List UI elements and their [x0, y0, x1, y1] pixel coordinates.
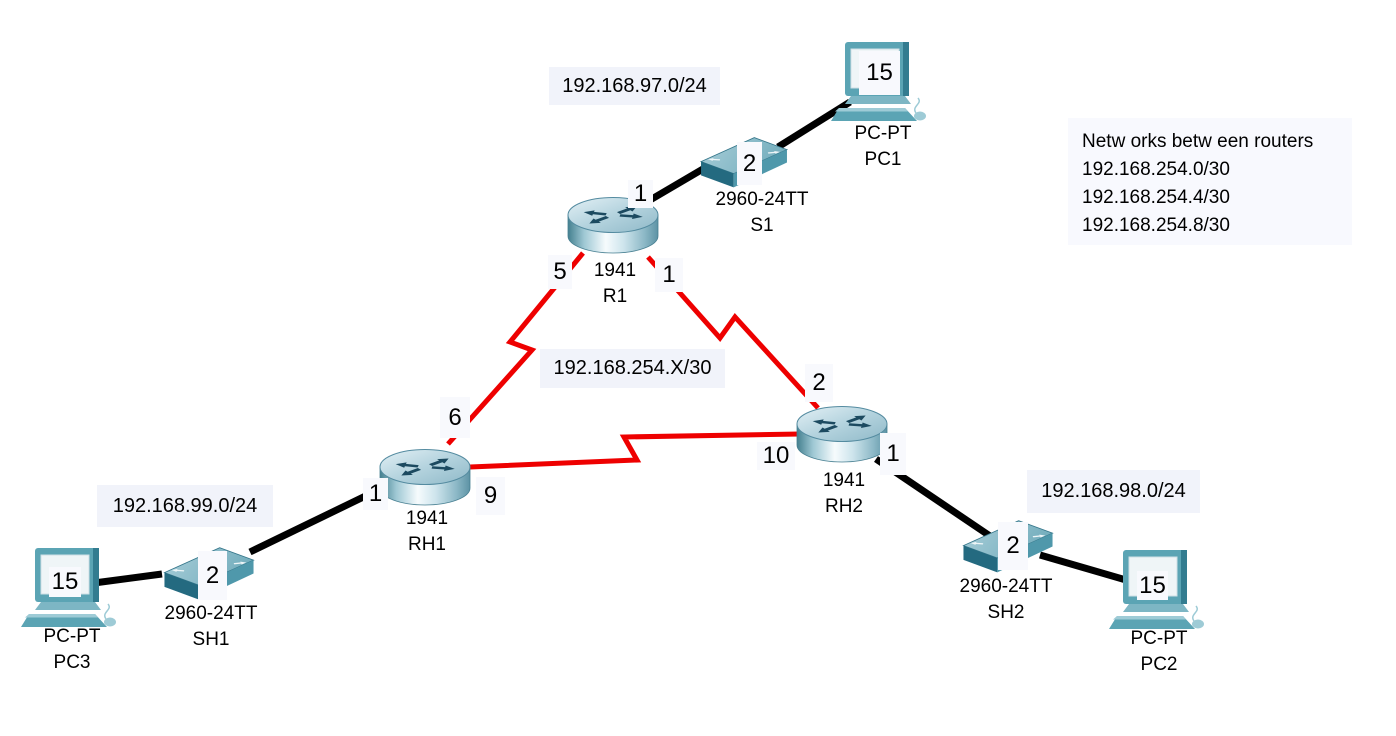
- device-model: 1941: [405, 508, 449, 529]
- link-serial-rh1-rh2[interactable]: [469, 431, 801, 470]
- pc2-badge: 15: [1137, 571, 1168, 600]
- network-label-lan-top: 192.168.97.0/24: [549, 67, 720, 105]
- link-sh1-pc3[interactable]: [93, 570, 163, 587]
- pc3-badge: 15: [49, 567, 81, 597]
- network-label-lan-left: 192.168.99.0/24: [97, 485, 273, 527]
- device-model: PC-PT: [854, 123, 912, 144]
- device-name: SH2: [987, 602, 1025, 623]
- device-name: S1: [750, 215, 774, 236]
- device-model: 1941: [593, 260, 637, 281]
- port-label-rh1-to-sh1: 1: [363, 478, 388, 510]
- router-icon: [378, 443, 472, 511]
- device-name: PC2: [1140, 654, 1178, 675]
- device-name: PC1: [864, 149, 902, 170]
- caption-rh2: 1941 RH2: [774, 468, 914, 520]
- port-label-rh1-to-r1: 6: [440, 397, 470, 438]
- device-model: 2960-24TT: [715, 189, 809, 210]
- caption-r1: 1941 R1: [545, 258, 685, 310]
- device-model: 1941: [822, 470, 866, 491]
- router-icon: [795, 400, 889, 468]
- device-model: 2960-24TT: [164, 603, 258, 624]
- caption-s1: 2960-24TT S1: [692, 187, 832, 239]
- caption-pc2: PC-PT PC2: [1089, 626, 1229, 678]
- port-label-r1-to-rh2: 1: [655, 258, 683, 292]
- port-label-rh2-to-r1: 2: [805, 364, 833, 402]
- port-label-sh1-uplink: 2: [198, 551, 227, 600]
- note-line: Netw orks betw een routers: [1082, 131, 1314, 152]
- device-name: R1: [602, 286, 628, 307]
- network-label-wan-center: 192.168.254.X/30: [540, 349, 725, 388]
- device-router-rh2[interactable]: [795, 400, 889, 468]
- device-model: 2960-24TT: [959, 576, 1053, 597]
- port-label-rh2-to-rh1: 10: [757, 442, 795, 470]
- device-model: PC-PT: [43, 626, 101, 647]
- caption-sh1: 2960-24TT SH1: [141, 601, 281, 653]
- device-model: PC-PT: [1130, 628, 1188, 649]
- caption-rh1: 1941 RH1: [357, 506, 497, 558]
- port-label-r1-to-rh1: 5: [548, 255, 572, 289]
- note-line: 192.168.254.4/30: [1082, 187, 1230, 208]
- caption-pc3: PC-PT PC3: [2, 624, 142, 676]
- link-r1-s1[interactable]: [643, 162, 710, 207]
- note-line: 192.168.254.0/30: [1082, 159, 1230, 180]
- caption-sh2: 2960-24TT SH2: [936, 574, 1076, 626]
- device-router-rh1[interactable]: [378, 443, 472, 511]
- pc1-badge: 15: [859, 51, 900, 95]
- link-serial-r1-rh1[interactable]: [446, 251, 585, 446]
- device-name: RH2: [824, 496, 863, 517]
- device-name: PC3: [53, 652, 91, 673]
- port-label-sh2-uplink: 2: [998, 522, 1028, 570]
- note-line: 192.168.254.8/30: [1082, 215, 1230, 236]
- note-box: Netw orks betw een routers 192.168.254.0…: [1068, 118, 1352, 245]
- port-label-r1-to-s1: 1: [628, 180, 653, 208]
- device-name: RH1: [407, 534, 446, 555]
- network-label-lan-right: 192.168.98.0/24: [1027, 470, 1200, 513]
- link-sh2-pc2[interactable]: [1039, 551, 1127, 584]
- port-label-s1-uplink: 2: [737, 142, 762, 185]
- link-serial-r1-rh2[interactable]: [646, 255, 820, 410]
- port-label-rh1-to-rh2: 9: [476, 477, 505, 515]
- port-label-rh2-to-sh2: 1: [880, 433, 906, 475]
- caption-pc1: PC-PT PC1: [813, 121, 953, 173]
- device-name: SH1: [192, 629, 230, 650]
